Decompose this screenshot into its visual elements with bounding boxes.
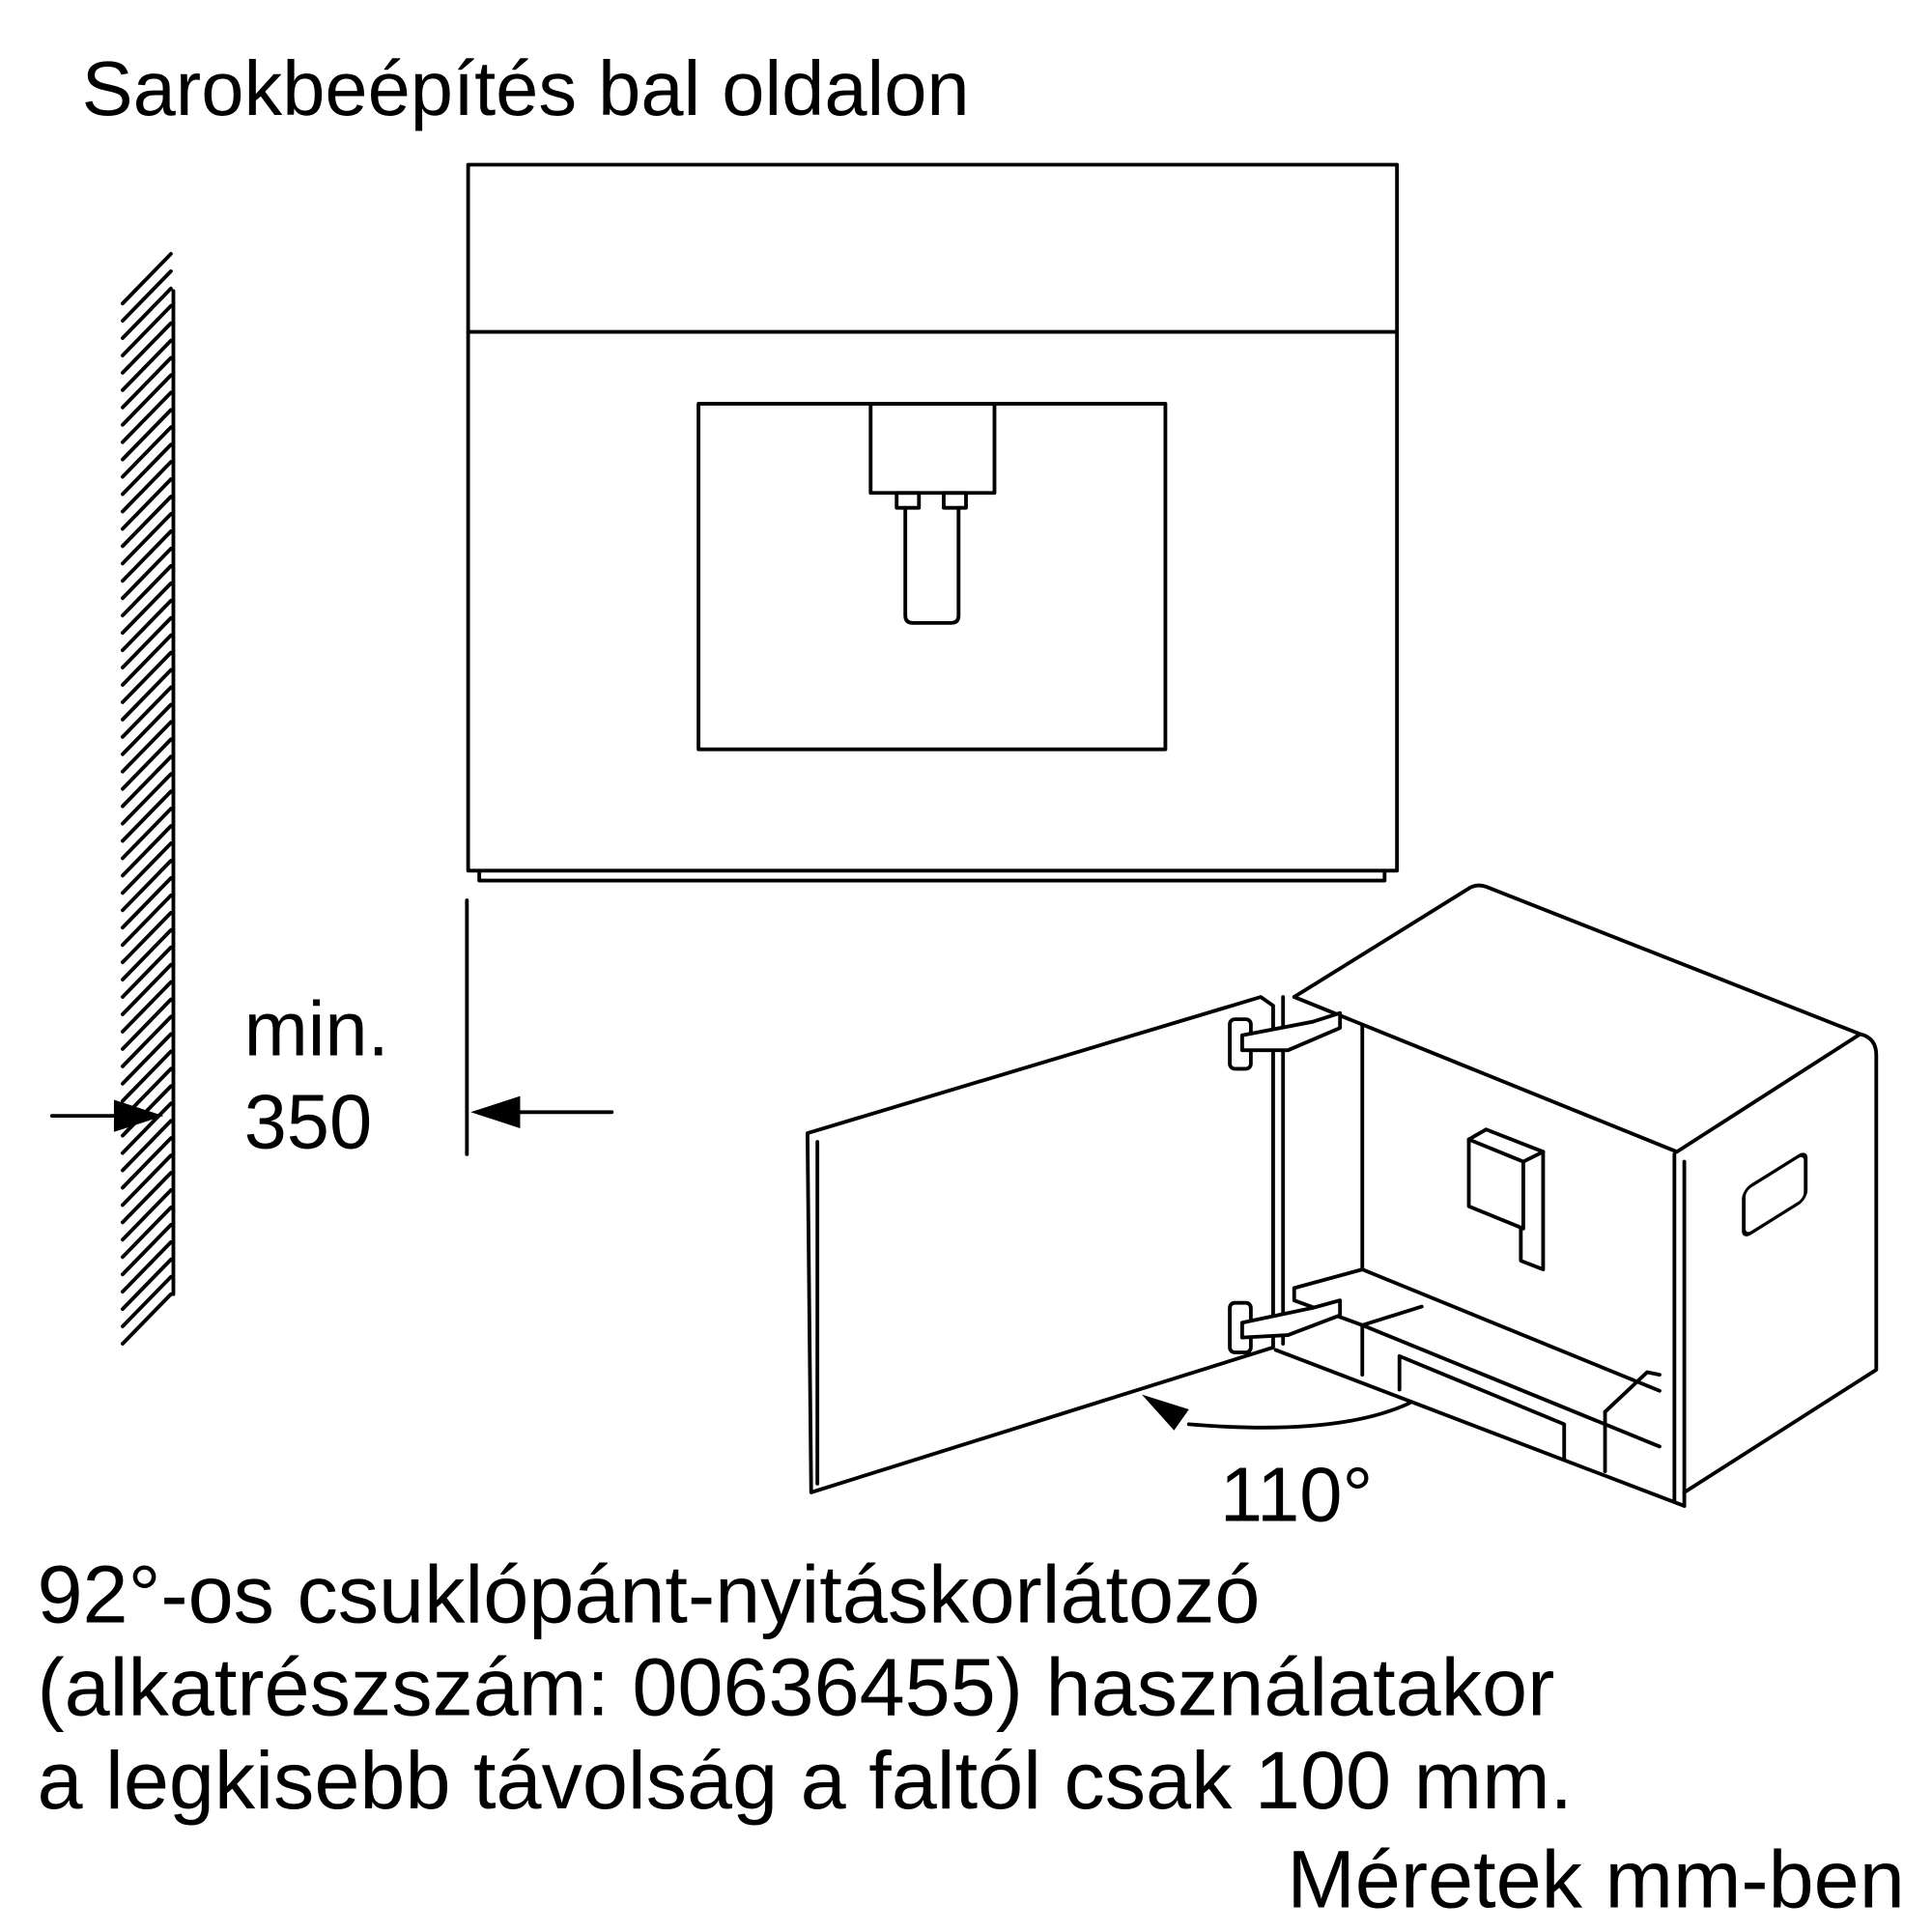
hatch-line — [121, 495, 173, 549]
hatch-line — [121, 859, 173, 913]
hatch-line — [121, 807, 173, 861]
hatch-line — [121, 1257, 173, 1312]
hatch-line — [121, 772, 173, 826]
hatch-line — [121, 1206, 173, 1260]
hatch-line — [121, 581, 173, 636]
hatch-line — [121, 425, 173, 479]
hatch-line — [121, 477, 173, 531]
hatch-line — [121, 373, 173, 427]
note-line-1: 92°-os csuklópánt-nyitáskorlátozó — [37, 1548, 1260, 1639]
hatch-line — [121, 563, 173, 618]
hatch-line — [121, 355, 173, 410]
hatch-line — [121, 1153, 173, 1208]
note-line-2: (alkatrészszám: 00636455) használatakor — [37, 1641, 1554, 1733]
hatch-line — [121, 529, 173, 583]
hatch-line — [121, 1049, 173, 1103]
hatch-line — [121, 824, 173, 878]
hatch-line — [121, 650, 173, 704]
hatch-line — [121, 1014, 173, 1068]
hatch-line — [121, 945, 173, 999]
hatch-line — [121, 1292, 173, 1346]
dimension-min-label: min. — [244, 985, 389, 1071]
appliance-isometric-door-open: 110° — [805, 883, 1879, 1537]
hatch-line — [121, 702, 173, 756]
units-note: Méretek mm-ben — [1287, 1833, 1904, 1924]
hatch-line — [121, 390, 173, 444]
hatch-line — [121, 668, 173, 722]
wall-hatched — [121, 251, 176, 1346]
hatch-line — [121, 1171, 173, 1225]
dimension-value: 350 — [244, 1078, 373, 1164]
hatch-line — [121, 1223, 173, 1277]
appliance-front-view — [466, 162, 1400, 883]
hatch-line — [121, 1274, 173, 1328]
hatch-line — [121, 685, 173, 739]
hatch-line — [121, 754, 173, 809]
hatch-line — [121, 321, 173, 375]
hatch-line — [121, 910, 173, 965]
distance-dimension: min. 350 — [49, 898, 614, 1164]
hatch-line — [121, 338, 173, 392]
hatch-line — [121, 303, 173, 357]
hatch-line — [121, 997, 173, 1051]
hatch-line — [121, 1188, 173, 1242]
hatch-line — [121, 1032, 173, 1086]
hatch-line — [121, 894, 173, 948]
hatch-line — [121, 547, 173, 601]
note-line-3: a legkisebb távolság a faltól csak 100 m… — [37, 1734, 1573, 1826]
hatch-line — [121, 789, 173, 843]
hatch-line — [121, 598, 173, 652]
hatch-line — [121, 408, 173, 462]
hatch-line — [121, 876, 173, 930]
hatch-line — [121, 1101, 173, 1155]
hatch-line — [121, 841, 173, 895]
hatch-line — [121, 251, 173, 306]
hatch-line — [121, 737, 173, 791]
title: Sarokbeépítés bal oldalon — [82, 45, 970, 131]
opening-angle-label: 110° — [1220, 1451, 1373, 1537]
hatch-line — [121, 980, 173, 1034]
hatch-line — [121, 269, 173, 323]
hatch-line — [121, 1239, 173, 1294]
hatch-line — [121, 460, 173, 514]
hatch-line — [121, 615, 173, 669]
hatch-line — [121, 286, 173, 340]
hatch-line — [121, 512, 173, 566]
hatch-line — [121, 1119, 173, 1173]
hatch-line — [121, 1136, 173, 1190]
hatch-line — [121, 927, 173, 982]
hatch-line — [121, 633, 173, 687]
hatch-line — [121, 442, 173, 497]
hatch-line — [121, 720, 173, 774]
hatch-line — [121, 962, 173, 1016]
